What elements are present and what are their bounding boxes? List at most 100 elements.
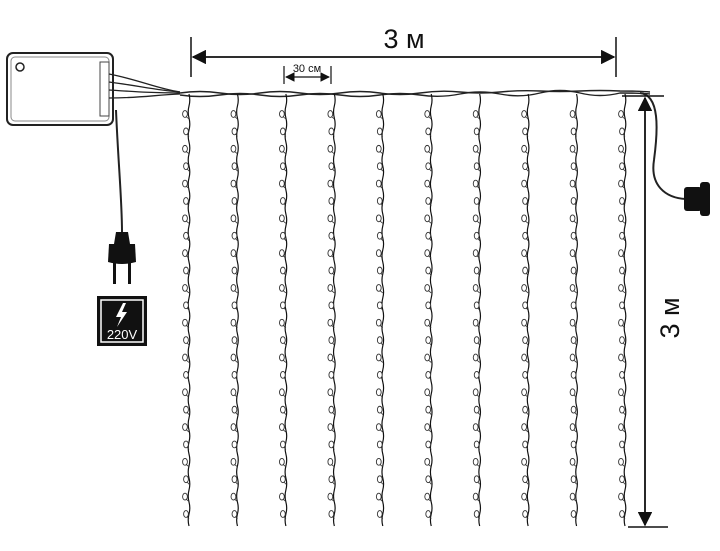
led-bulb bbox=[231, 162, 238, 171]
led-bulb bbox=[570, 231, 577, 240]
led-bulb bbox=[183, 127, 189, 136]
bulb-stem bbox=[234, 116, 238, 120]
led-bulb bbox=[376, 510, 383, 518]
light-strands bbox=[182, 93, 627, 527]
led-bulb bbox=[472, 249, 479, 257]
bulb-stem bbox=[428, 411, 432, 415]
bulb-stem bbox=[234, 359, 238, 363]
bulb-stem bbox=[621, 324, 626, 329]
bulb-stem bbox=[622, 237, 626, 241]
led-bulb bbox=[183, 336, 189, 344]
bulb-stem bbox=[573, 429, 577, 433]
bulb-stem bbox=[380, 481, 384, 485]
led-bulb bbox=[230, 249, 237, 257]
led-bulb bbox=[619, 301, 625, 310]
led-bulb bbox=[619, 371, 625, 379]
led-bulb bbox=[472, 284, 479, 292]
led-bulb bbox=[521, 353, 527, 362]
led-bulb bbox=[472, 318, 479, 327]
led-bulb bbox=[570, 197, 577, 205]
spacing-label: 30 см bbox=[293, 63, 321, 75]
bulb-stem bbox=[574, 411, 577, 415]
bulb-stem bbox=[234, 324, 238, 329]
bulb-stem bbox=[282, 464, 287, 468]
bulb-stem bbox=[235, 411, 238, 415]
led-bulb bbox=[182, 492, 188, 501]
bulb-stem bbox=[427, 324, 432, 329]
led-bulb bbox=[280, 371, 286, 379]
bulb-stem bbox=[574, 272, 577, 276]
led-bulb bbox=[279, 249, 285, 257]
led-bulb bbox=[182, 110, 188, 118]
led-bulb bbox=[280, 336, 286, 344]
led-bulb bbox=[279, 492, 285, 501]
bulb-stem bbox=[621, 255, 626, 259]
bulb-stem bbox=[524, 464, 529, 468]
led-bulb bbox=[279, 318, 285, 327]
bulb-stem bbox=[427, 290, 432, 294]
led-bulb bbox=[279, 144, 285, 153]
led-bulb bbox=[522, 440, 528, 449]
led-bulb bbox=[424, 249, 431, 257]
bulb-stem bbox=[235, 133, 238, 137]
bulb-stem bbox=[186, 377, 190, 381]
bulb-stem bbox=[332, 411, 335, 415]
led-bulb bbox=[375, 179, 382, 188]
bulb-stem bbox=[235, 237, 238, 241]
bulb-stem bbox=[622, 272, 626, 276]
bulb-stem bbox=[622, 342, 626, 346]
bulb-stem bbox=[283, 168, 287, 172]
bulb-stem bbox=[282, 150, 287, 155]
led-bulb bbox=[570, 371, 577, 379]
led-bulb bbox=[279, 179, 285, 188]
led-bulb bbox=[376, 162, 383, 171]
led-bulb bbox=[618, 388, 624, 397]
led-bulb bbox=[279, 423, 285, 431]
bulb-stem bbox=[332, 516, 335, 520]
led-bulb bbox=[619, 266, 625, 275]
led-bulb bbox=[619, 127, 625, 136]
bulb-stem bbox=[282, 116, 287, 120]
bulb-stem bbox=[476, 324, 480, 329]
bulb-stem bbox=[573, 498, 577, 502]
bulb-stem bbox=[476, 185, 480, 189]
bulb-stem bbox=[331, 220, 335, 224]
height-dimension: 3 м bbox=[622, 95, 685, 528]
led-bulb bbox=[231, 197, 238, 205]
bulb-stem bbox=[573, 324, 577, 329]
led-bulb bbox=[425, 440, 432, 449]
led-bulb bbox=[569, 214, 576, 223]
led-bulb bbox=[522, 475, 528, 484]
bulb-stem bbox=[235, 342, 238, 346]
led-bulb bbox=[569, 318, 576, 327]
led-bulb bbox=[521, 284, 527, 292]
led-bulb bbox=[569, 284, 576, 292]
led-bulb bbox=[424, 353, 431, 362]
led-bulb bbox=[425, 266, 432, 275]
bulb-stem bbox=[622, 377, 626, 381]
led-bulb bbox=[424, 214, 431, 223]
bulb-stem bbox=[186, 411, 190, 415]
led-bulb bbox=[183, 440, 189, 449]
led-bulb bbox=[618, 457, 624, 466]
bulb-stem bbox=[477, 446, 480, 450]
bulb-stem bbox=[525, 342, 529, 346]
led-bulb bbox=[376, 127, 383, 136]
bulb-stem bbox=[427, 359, 432, 363]
light-strand bbox=[521, 93, 530, 527]
led-bulb bbox=[619, 510, 625, 518]
led-bulb bbox=[376, 266, 383, 275]
controller-wires bbox=[108, 73, 181, 99]
bulb-stem bbox=[283, 237, 287, 241]
bulb-stem bbox=[379, 464, 384, 468]
bulb-stem bbox=[621, 359, 626, 363]
bulb-stem bbox=[573, 359, 577, 363]
led-bulb bbox=[182, 214, 188, 223]
led-bulb bbox=[231, 510, 238, 518]
led-bulb bbox=[424, 179, 431, 188]
bulb-stem bbox=[186, 516, 190, 520]
led-bulb bbox=[472, 388, 479, 397]
led-bulb bbox=[569, 110, 576, 118]
bulb-stem bbox=[524, 255, 529, 259]
bulb-stem bbox=[186, 133, 190, 137]
